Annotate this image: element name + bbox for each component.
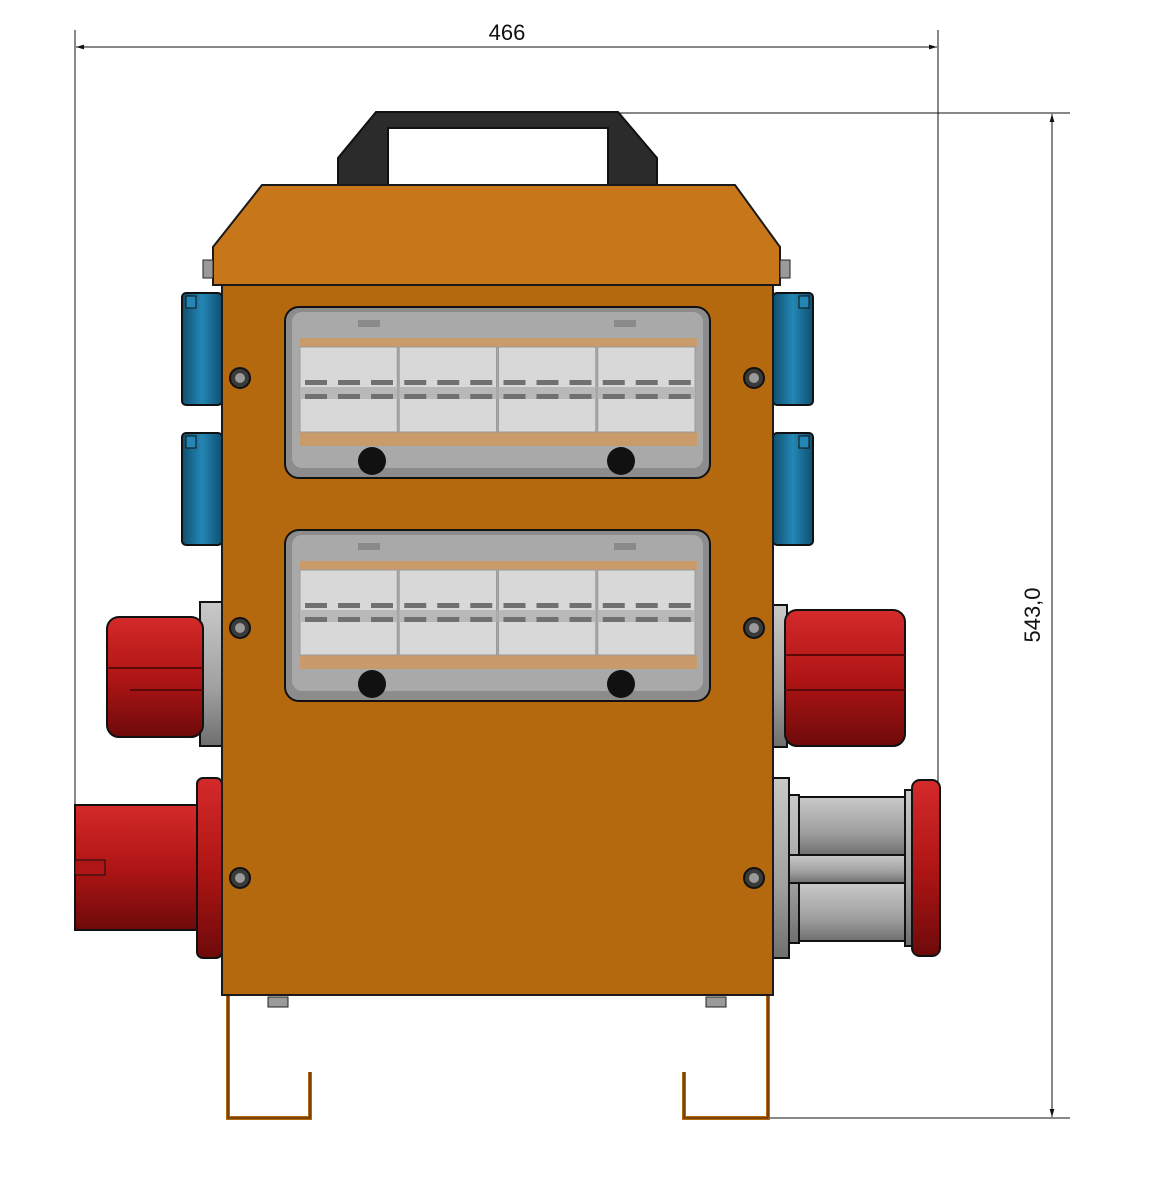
breaker-toggle bbox=[536, 394, 559, 399]
screw-head bbox=[749, 373, 759, 383]
breaker-toggle bbox=[470, 617, 493, 622]
window-latch bbox=[614, 543, 636, 550]
screw-head bbox=[235, 873, 245, 883]
breaker-toggle bbox=[470, 394, 493, 399]
breaker-toggle bbox=[338, 394, 360, 399]
red-socket-right-middle bbox=[772, 604, 906, 748]
breaker-toggle bbox=[668, 603, 691, 608]
breaker-panel bbox=[284, 529, 711, 702]
breaker-toggle bbox=[338, 617, 360, 622]
width-dimension-label: 466 bbox=[489, 20, 526, 45]
breaker-toggle bbox=[668, 394, 691, 399]
left-foot-outline bbox=[227, 995, 311, 1119]
din-rail-strip bbox=[300, 655, 697, 669]
roof-hinge bbox=[779, 259, 791, 279]
breaker-toggle bbox=[503, 617, 526, 622]
height-dimension: 543,0 bbox=[620, 112, 1070, 1119]
panel-lock-icon bbox=[358, 670, 386, 698]
breaker-toggle bbox=[404, 394, 427, 399]
breaker-toggle bbox=[404, 380, 427, 385]
breaker-toggle bbox=[536, 380, 559, 385]
breaker-toggle bbox=[305, 394, 327, 399]
breaker-toggle bbox=[404, 603, 427, 608]
screw-head bbox=[235, 623, 245, 633]
breaker-toggle bbox=[371, 380, 393, 385]
carry-handle bbox=[337, 111, 658, 187]
blue-socket-right-top bbox=[772, 292, 814, 406]
breaker-toggle bbox=[602, 603, 625, 608]
screw-head bbox=[749, 623, 759, 633]
breaker-toggle bbox=[404, 617, 427, 622]
breaker-toggle bbox=[569, 603, 592, 608]
red-socket-left-middle bbox=[106, 601, 223, 747]
breaker-toggle bbox=[569, 394, 592, 399]
breaker-toggle bbox=[437, 394, 460, 399]
roof-hinge bbox=[202, 259, 214, 279]
window-latch bbox=[358, 320, 380, 327]
breaker-toggle bbox=[371, 394, 393, 399]
foot-bolt bbox=[705, 996, 727, 1008]
blue-socket-right-bottom bbox=[772, 432, 814, 546]
breaker-toggle bbox=[338, 380, 360, 385]
breaker-toggle bbox=[635, 394, 658, 399]
breaker-toggle bbox=[503, 603, 526, 608]
breaker-toggle bbox=[371, 603, 393, 608]
breaker-toggle bbox=[371, 617, 393, 622]
breaker-toggle bbox=[635, 617, 658, 622]
gray-inlet-right-bottom bbox=[772, 777, 941, 959]
screws bbox=[229, 367, 765, 889]
din-rail-strip bbox=[300, 432, 697, 446]
right-foot-outline bbox=[683, 995, 769, 1119]
breaker-toggle bbox=[668, 380, 691, 385]
breaker-toggle bbox=[305, 603, 327, 608]
breaker-toggle bbox=[569, 380, 592, 385]
breaker-toggle bbox=[305, 380, 327, 385]
left-foot bbox=[226, 995, 312, 1120]
breaker-toggle bbox=[635, 380, 658, 385]
breaker-toggle bbox=[305, 617, 327, 622]
right-foot bbox=[682, 995, 770, 1120]
din-rail-strip bbox=[300, 338, 697, 347]
foot-bolt bbox=[267, 996, 289, 1008]
red-plug-left-bottom bbox=[74, 777, 223, 959]
breaker-panels bbox=[284, 306, 711, 702]
panel-lock-icon bbox=[358, 447, 386, 475]
blue-socket-left-top bbox=[181, 292, 223, 406]
breaker-toggle bbox=[668, 617, 691, 622]
window-latch bbox=[614, 320, 636, 327]
panel-lock-icon bbox=[607, 670, 635, 698]
enclosure-roof bbox=[212, 184, 781, 286]
breaker-toggle bbox=[569, 617, 592, 622]
breaker-toggle bbox=[503, 380, 526, 385]
panel-lock-icon bbox=[607, 447, 635, 475]
breaker-toggle bbox=[437, 617, 460, 622]
breaker-panel bbox=[284, 306, 711, 479]
blue-socket-left-bottom bbox=[181, 432, 223, 546]
breaker-toggle bbox=[503, 394, 526, 399]
din-rail-strip bbox=[300, 561, 697, 570]
breaker-toggle bbox=[437, 603, 460, 608]
breaker-toggle bbox=[635, 603, 658, 608]
breaker-toggle bbox=[602, 380, 625, 385]
screw-head bbox=[749, 873, 759, 883]
breaker-toggle bbox=[437, 380, 460, 385]
height-dimension-label: 543,0 bbox=[1020, 587, 1045, 642]
breaker-toggle bbox=[536, 617, 559, 622]
breaker-toggle bbox=[338, 603, 360, 608]
breaker-toggle bbox=[602, 394, 625, 399]
screw-head bbox=[235, 373, 245, 383]
window-latch bbox=[358, 543, 380, 550]
breaker-toggle bbox=[470, 380, 493, 385]
breaker-toggle bbox=[602, 617, 625, 622]
breaker-toggle bbox=[470, 603, 493, 608]
breaker-toggle bbox=[536, 603, 559, 608]
